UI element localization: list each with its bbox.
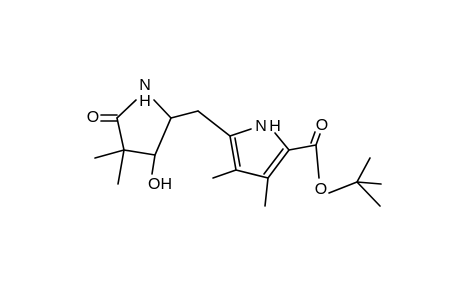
bond-pc4-pc5-a [229,135,237,171]
atom-ester-carbonyl-o: O [316,117,328,134]
bond-ctbu-me-b [356,181,381,207]
bond-pc4-me [212,169,237,179]
bond-c4-me-b [117,149,125,185]
atom-lactam-n: N [139,77,151,94]
bond-c5-c4 [116,117,125,151]
bond-pc5-n [229,128,252,137]
atom-pyrrole-n: N [255,118,267,135]
atom-ester-alkyl-o: O [315,181,327,198]
bond-o-ctbu [328,181,358,194]
bond-n-pc2 [274,132,290,151]
atom-lactam-o: O [87,109,99,126]
bond-cester-o-single [315,144,320,179]
bond-pc3-pc4 [235,169,269,179]
bond-ctbu-me-c [356,181,382,185]
bond-pc2-pc3-b [263,148,284,175]
bond-cester-o-double-a [315,133,321,146]
atom-lactam-h: H [139,93,151,110]
bond-ctbu-me-a [356,157,371,183]
bond-c4-me-a [94,149,125,159]
bond-n1-c5 [116,99,137,119]
atom-pyrrole-h: H [269,118,281,135]
atom-hydroxyl: OH [148,176,172,193]
bond-n1-c2 [153,99,172,119]
bond-c2-ch2 [170,110,199,119]
bond-c4-c3 [123,149,156,156]
bond-pc2-cester [288,144,317,151]
bond-ch2-pyrrole [197,110,231,137]
bond-c3-oh [151,154,156,175]
bond-pc4-pc5-b [234,137,241,167]
bond-pc3-me [264,177,269,207]
bond-pc2-pc3-a [267,149,290,179]
bond-cester-o-double-b [310,131,316,144]
bond-c3-c2 [154,117,172,156]
